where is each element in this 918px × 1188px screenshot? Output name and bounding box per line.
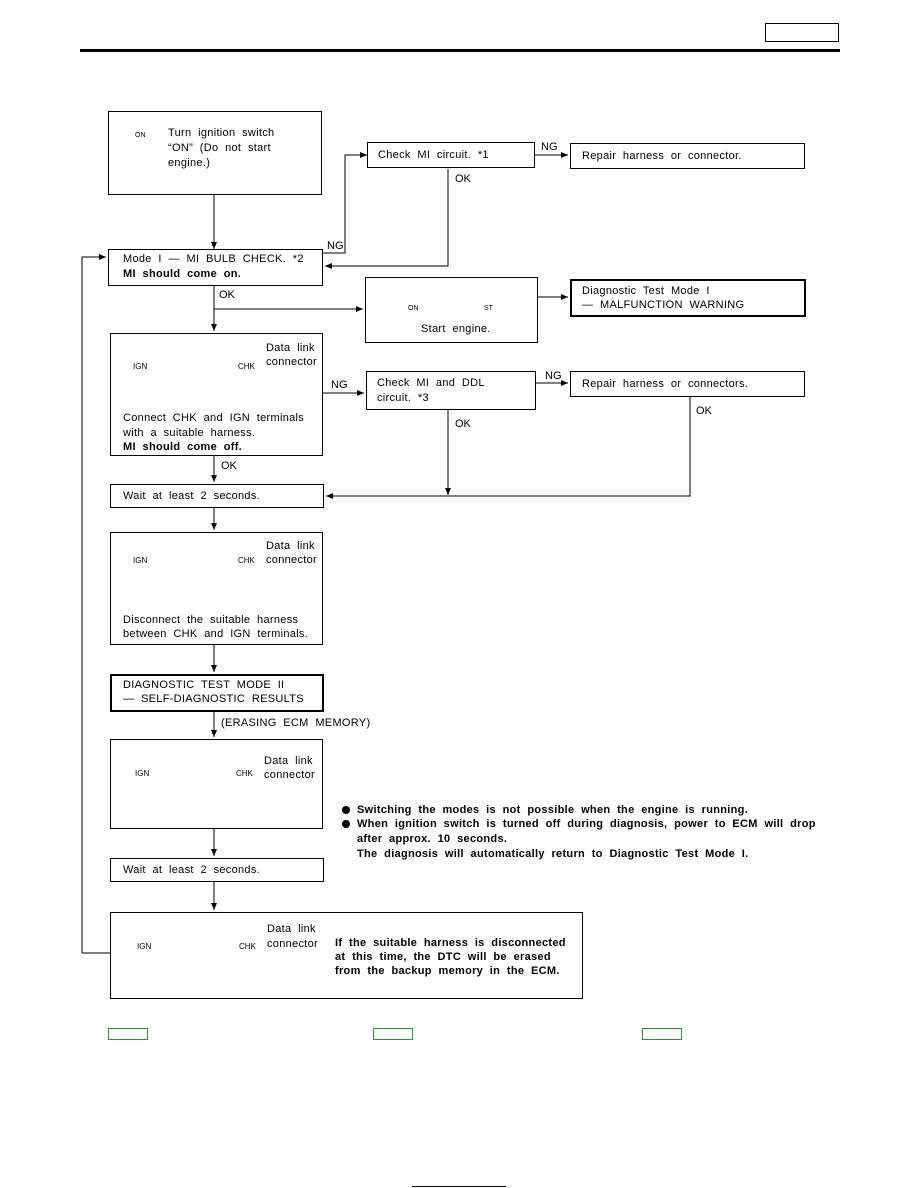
note-line-4: The diagnosis will automatically return … [357,848,749,860]
repair-connector-text: Repair harness or connector. [582,150,742,162]
chk-terminal-label: CHK [238,362,255,371]
ok-label: OK [455,418,471,430]
ng-label: NG [331,379,348,391]
step-ignition-on-box [108,111,322,195]
check-ddl-line-1: Check MI and DDL [377,377,485,389]
start-engine-text: Start engine. [421,323,491,335]
reference-link-tag[interactable] [108,1028,148,1040]
chk-terminal-label: CHK [239,942,256,951]
mode-one-instruction: MI should come on. [123,268,242,280]
key-on-label: ON [135,132,146,139]
data-link-label-4: Data link [267,923,316,935]
step-start-engine-box [365,277,538,343]
step-check-mi-box [367,142,535,168]
header-rule [80,49,840,52]
ok-label: OK [696,405,712,417]
flow-line [81,254,110,954]
key-st-label: ST [484,305,493,312]
connector-label-1: connector [266,356,318,368]
footer-rule [412,1186,506,1187]
wait-two-text: Wait at least 2 seconds. [123,864,260,876]
repair-connectors-text: Repair harness or connectors. [582,378,749,390]
ign-terminal-label: IGN [137,942,152,951]
check-mi-text: Check MI circuit. *1 [378,149,489,161]
bullet-icon [342,820,350,828]
mode-one-title: Mode I — MI BULB CHECK. *2 [123,253,304,265]
data-link-label-1: Data link [266,342,315,354]
diag-mode-two-line-2: — SELF-DIAGNOSTIC RESULTS [123,693,304,705]
ng-label: NG [541,141,558,153]
ign-terminal-label: IGN [135,769,150,778]
diag-mode-one-line-1: Diagnostic Test Mode I [582,285,710,297]
note-line-3: after approx. 10 seconds. [357,833,508,845]
connector-label-2: connector [266,554,318,566]
diag-mode-one-box [570,279,806,317]
diag-mode-two-box [110,674,324,712]
flow-line [326,397,691,499]
ign-terminal-label: IGN [133,362,148,371]
final-line-1: If the suitable harness is disconnected [335,937,566,949]
disconnect-line-2: between CHK and IGN terminals. [123,628,309,640]
wait-one-text: Wait at least 2 seconds. [123,490,260,502]
disconnect-line-1: Disconnect the suitable harness [123,614,299,626]
page-header-box [765,23,839,42]
chk-terminal-label: CHK [236,769,253,778]
step-repair-connectors-box [570,371,805,397]
connect-line-3: MI should come off. [123,441,243,453]
erasing-memory-label: (ERASING ECM MEMORY) [221,717,371,729]
reference-link-tag[interactable] [373,1028,413,1040]
note-line-2: When ignition switch is turned off durin… [357,818,816,830]
step-connect-terminals-box [110,333,323,456]
connect-line-2: with a suitable harness. [123,427,256,439]
step-wait-two-box [110,858,324,882]
connector-label-4: connector [267,938,319,950]
ng-label: NG [545,370,562,382]
ign-terminal-label: IGN [133,556,148,565]
step-reconnect-box [110,739,323,829]
chk-terminal-label: CHK [238,556,255,565]
step-check-ddl-box [366,371,536,410]
note-line-1: Switching the modes is not possible when… [357,804,749,816]
ignition-on-line-2: “ON” (Do not start [168,142,271,154]
step-repair-connector-box [570,143,805,169]
ok-label: OK [455,173,471,185]
step-disconnect-box [110,532,323,645]
final-line-3: from the backup memory in the ECM. [335,965,560,977]
diag-mode-two-line-1: DIAGNOSTIC TEST MODE II [123,679,285,691]
ignition-on-line-3: engine.) [168,157,211,169]
flow-line [325,169,449,269]
ng-label: NG [327,240,344,252]
final-line-2: at this time, the DTC will be erased [335,951,551,963]
ok-label: OK [221,460,237,472]
data-link-label-3: Data link [264,755,313,767]
ok-label: OK [219,289,235,301]
key-on-label-2: ON [408,305,419,312]
check-ddl-line-2: circuit. *3 [377,392,429,404]
step-wait-one-box [110,484,324,508]
connect-line-1: Connect CHK and IGN terminals [123,412,305,424]
flow-line [322,152,367,254]
diag-mode-one-line-2: — MALFUNCTION WARNING [582,299,745,311]
bullet-icon [342,806,350,814]
data-link-label-2: Data link [266,540,315,552]
ignition-on-line-1: Turn ignition switch [168,127,275,139]
step-final-box [110,912,583,999]
connector-label-3: connector [264,769,316,781]
step-mode-one-box [108,249,323,286]
reference-link-tag[interactable] [642,1028,682,1040]
